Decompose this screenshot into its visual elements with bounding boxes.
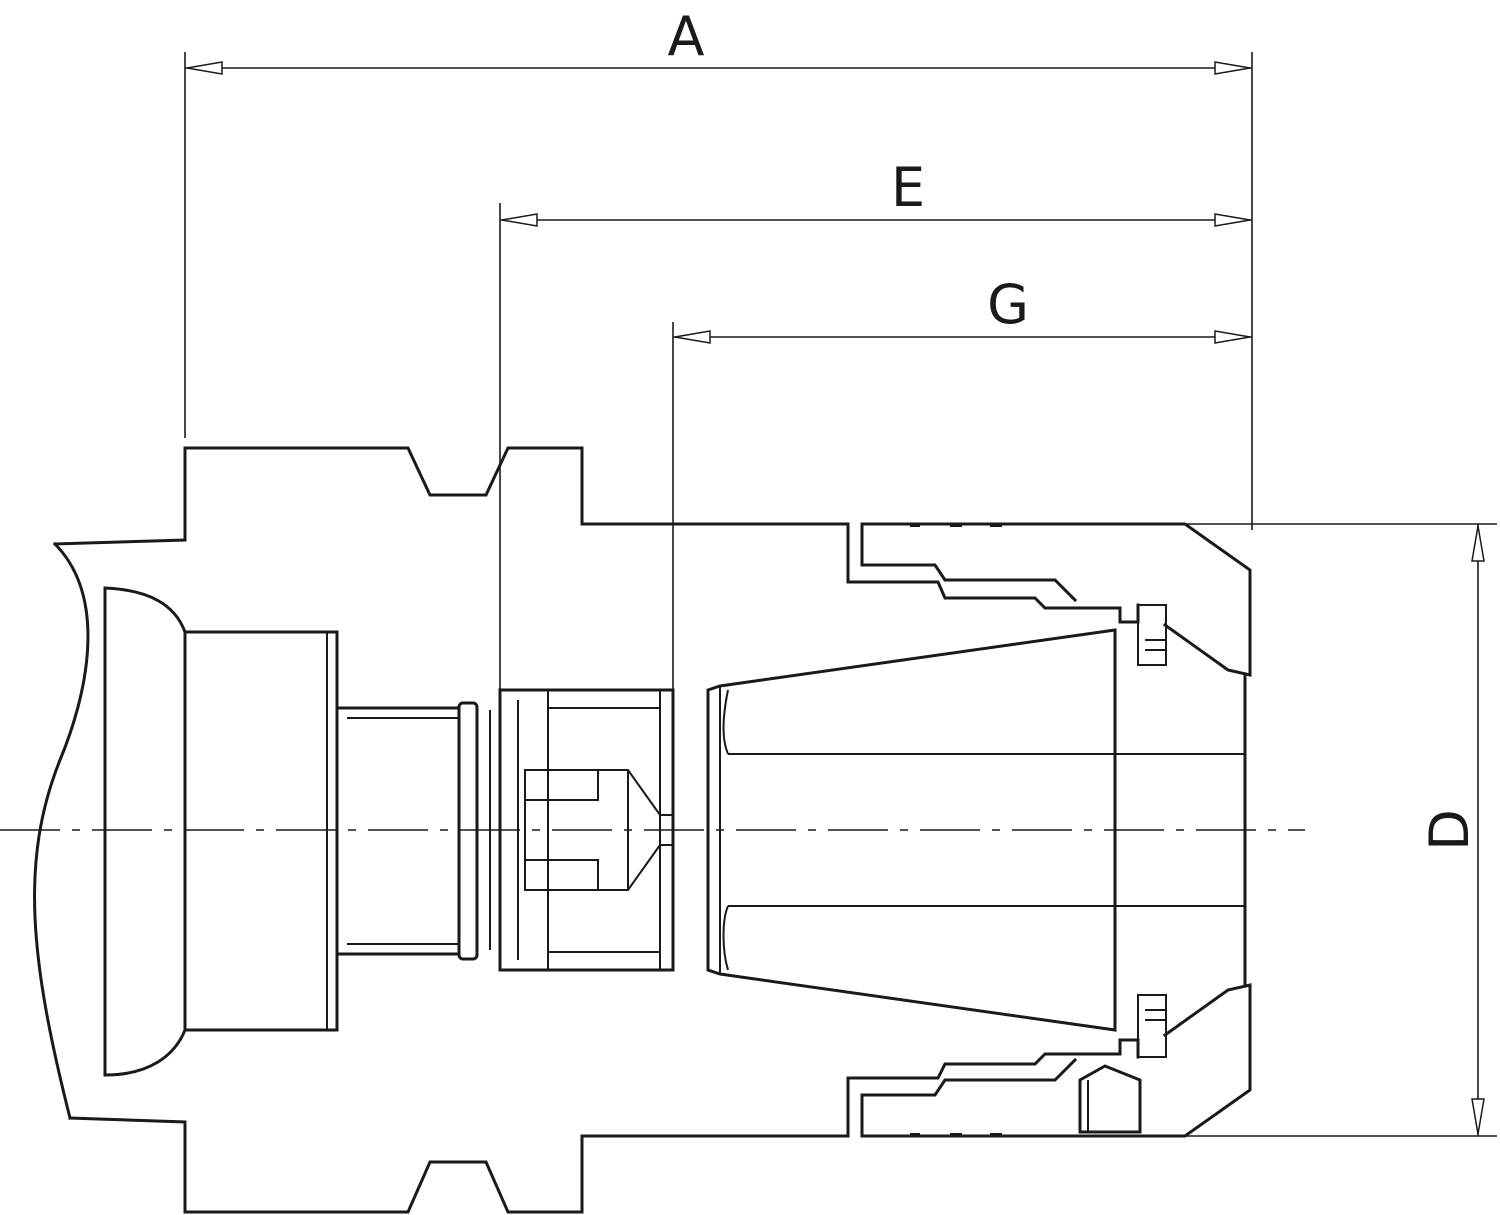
shank-block xyxy=(183,630,339,1032)
label-e: E xyxy=(891,156,925,219)
nut-outline-bottom xyxy=(860,983,1252,1138)
dimension-a: A xyxy=(184,5,1253,530)
dimension-e: E xyxy=(499,156,1252,690)
arrowhead-a-left xyxy=(186,61,223,75)
bearing-bottom xyxy=(1137,994,1167,1058)
arrowhead-d-top xyxy=(1471,525,1485,562)
arrowhead-g-left xyxy=(674,330,711,344)
break-line xyxy=(33,541,90,1120)
bearing-top xyxy=(1137,604,1167,666)
shank-flange xyxy=(457,701,479,961)
adjustment-screw xyxy=(498,688,675,972)
collet xyxy=(706,628,1245,1032)
shank-insert xyxy=(183,630,491,1032)
locking-pin xyxy=(1078,1064,1142,1134)
arrowhead-g-right xyxy=(1214,330,1251,344)
arrowhead-e-left xyxy=(501,213,538,227)
holder-outline-bottom xyxy=(68,1038,1140,1214)
label-d: D xyxy=(1418,809,1481,851)
nut-outline-top xyxy=(860,522,1252,677)
arrowhead-d-bottom xyxy=(1471,1098,1485,1135)
arrowhead-e-right xyxy=(1214,213,1251,227)
shank-neck xyxy=(335,706,461,956)
dimension-g: G xyxy=(672,273,1252,690)
label-a: A xyxy=(668,5,705,68)
arrowhead-a-right xyxy=(1214,61,1251,75)
label-g: G xyxy=(987,273,1029,336)
dimension-d: D xyxy=(1185,523,1497,1137)
clamping-nut xyxy=(860,522,1252,1138)
holder-outline-top xyxy=(53,446,1140,624)
screw-tip xyxy=(524,769,674,891)
shank-recess xyxy=(103,586,187,1077)
